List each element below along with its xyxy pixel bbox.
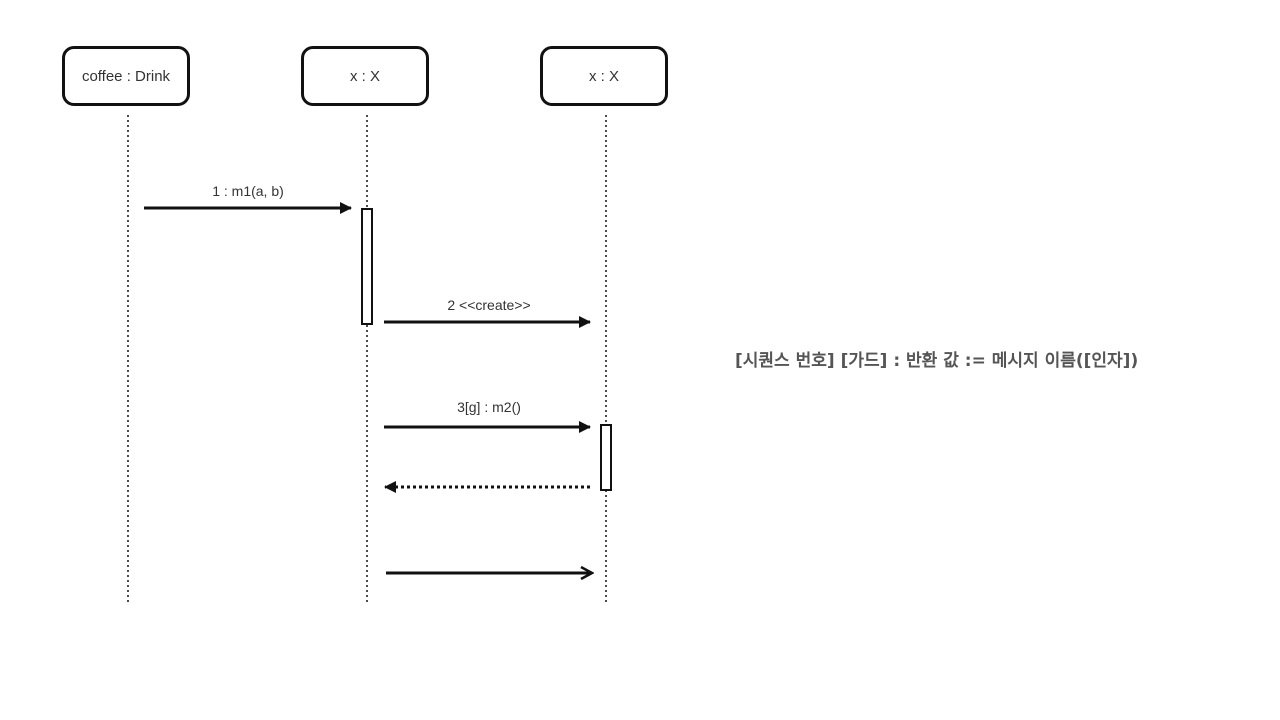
lifeline-label: x : X	[349, 67, 380, 85]
activation-bar-x2	[600, 424, 612, 491]
activation-bar-x1	[361, 208, 373, 325]
message-label-1: 1 : m1(a, b)	[212, 183, 284, 199]
lifeline-head-coffee: coffee : Drink	[62, 46, 190, 106]
lifeline-head-x-2: x : X	[540, 46, 668, 106]
lifeline-label: x : X	[588, 67, 619, 85]
lifeline-head-x-1: x : X	[301, 46, 429, 106]
message-syntax-note: [시퀀스 번호] [가드] : 반환 값 := 메시지 이름([인자])	[735, 351, 1139, 371]
lifeline-label: coffee : Drink	[81, 67, 171, 85]
message-label-2: 2 <<create>>	[447, 297, 531, 313]
message-label-3: 3[g] : m2()	[457, 399, 521, 415]
